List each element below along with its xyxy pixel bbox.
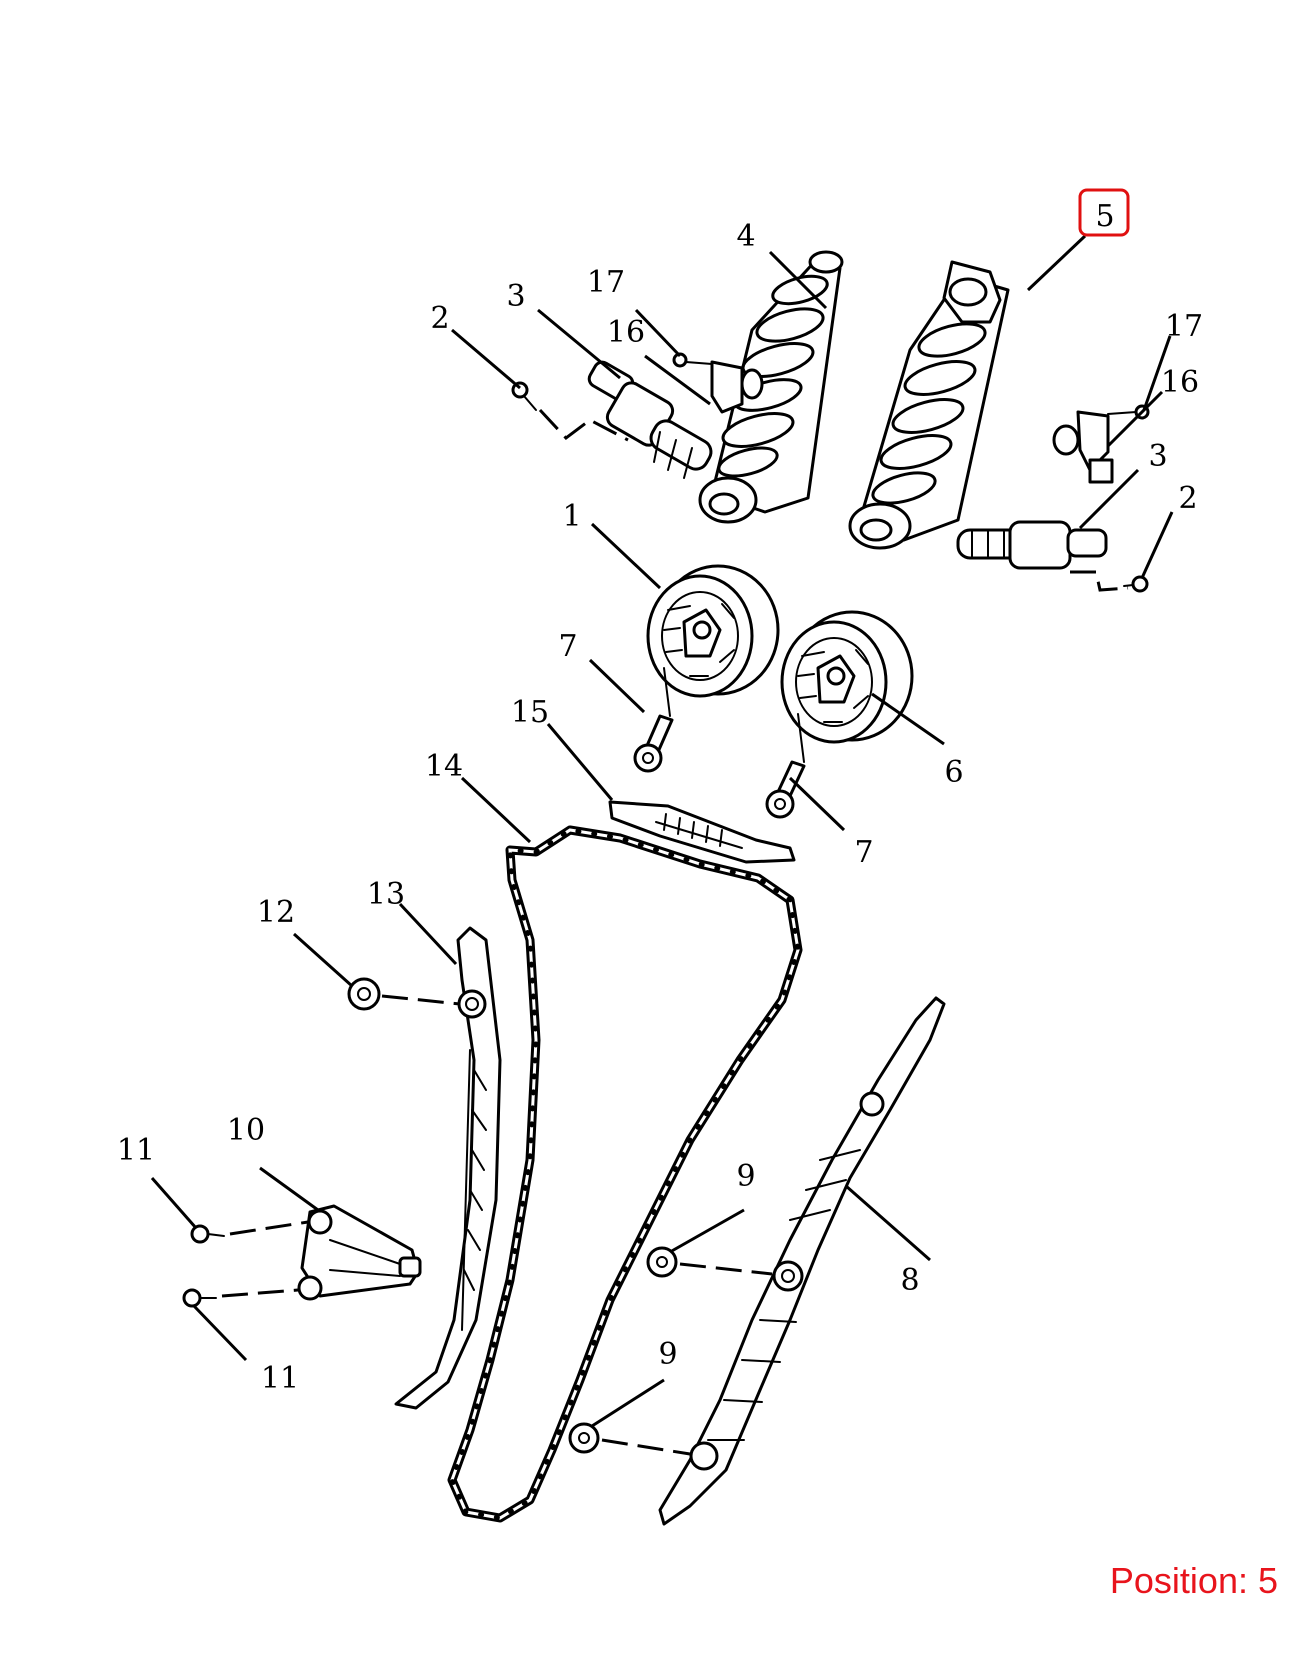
- callout-2-right[interactable]: 2: [1178, 481, 1197, 516]
- tensioner-rail-part-13[interactable]: [394, 926, 502, 1410]
- guide-rail-part-8[interactable]: [658, 996, 946, 1526]
- callout-17-left[interactable]: 17: [587, 265, 625, 300]
- callout-9-upper[interactable]: 9: [736, 1159, 755, 1194]
- callout-numbers: 1 2 2 3 3 4 5 6 7 7 8 9 9 10 11 11 12 13…: [117, 199, 1203, 1396]
- pivot-bolt-part-12[interactable]: [347, 977, 461, 1011]
- callout-7-left[interactable]: 7: [558, 629, 577, 664]
- assembly-line-2-3-right: [1070, 570, 1129, 592]
- callout-3-left[interactable]: 3: [506, 279, 525, 314]
- upper-chain-guide-part-15[interactable]: [608, 800, 796, 864]
- solenoid-valve-part-3-right[interactable]: [956, 520, 1108, 570]
- chain-tensioner-part-10[interactable]: [297, 1204, 422, 1301]
- bolt-part-2-right[interactable]: [1123, 575, 1149, 593]
- camshaft-sprocket-part-1[interactable]: [646, 564, 780, 698]
- timing-chain-part-14[interactable]: [447, 825, 803, 1523]
- callout-11-lower[interactable]: 11: [261, 1361, 299, 1396]
- guide-bolt-part-9-lower[interactable]: [568, 1422, 691, 1456]
- callout-17-right[interactable]: 17: [1165, 309, 1203, 344]
- sprocket-bolt-part-7-left[interactable]: [633, 667, 674, 773]
- tensioner-screw-part-11-upper[interactable]: [190, 1220, 309, 1244]
- assembly-line-2-3-left: [538, 408, 629, 442]
- camshaft-part-4[interactable]: [698, 250, 844, 524]
- callout-16-right[interactable]: 16: [1161, 365, 1199, 400]
- callout-3-right[interactable]: 3: [1148, 439, 1167, 474]
- callout-13[interactable]: 13: [367, 877, 405, 912]
- callout-2-left[interactable]: 2: [430, 301, 449, 336]
- callout-16-left[interactable]: 16: [607, 315, 645, 350]
- camshaft-part-5[interactable]: [848, 260, 1010, 550]
- bolt-part-2-left[interactable]: [511, 381, 537, 411]
- callout-12[interactable]: 12: [257, 895, 295, 930]
- guide-bolt-part-9-upper[interactable]: [646, 1246, 773, 1278]
- solenoid-valve-part-3-left[interactable]: [586, 359, 715, 479]
- highlight-box-callout-5: [1078, 188, 1130, 237]
- callout-7-right[interactable]: 7: [854, 835, 873, 870]
- tensioner-screw-part-11-lower[interactable]: [182, 1288, 299, 1308]
- callout-15[interactable]: 15: [511, 695, 549, 730]
- callout-5[interactable]: 5: [1095, 199, 1114, 234]
- callout-11-upper[interactable]: 11: [117, 1133, 155, 1168]
- callout-10[interactable]: 10: [227, 1113, 265, 1148]
- callout-1[interactable]: 1: [562, 499, 581, 534]
- callout-8[interactable]: 8: [900, 1263, 919, 1298]
- callout-9-lower[interactable]: 9: [658, 1337, 677, 1372]
- camshaft-sensor-part-16-left[interactable]: [710, 360, 764, 414]
- callout-14[interactable]: 14: [425, 749, 463, 784]
- callout-4[interactable]: 4: [736, 219, 755, 254]
- sprocket-bolt-part-7-right[interactable]: [765, 713, 806, 819]
- camshaft-sprocket-part-6[interactable]: [780, 610, 914, 744]
- leader-lines: [150, 234, 1174, 1428]
- camshaft-sensor-part-16-right[interactable]: [1052, 410, 1114, 484]
- position-label: Position: 5: [1109, 1560, 1278, 1601]
- callout-6[interactable]: 6: [944, 755, 963, 790]
